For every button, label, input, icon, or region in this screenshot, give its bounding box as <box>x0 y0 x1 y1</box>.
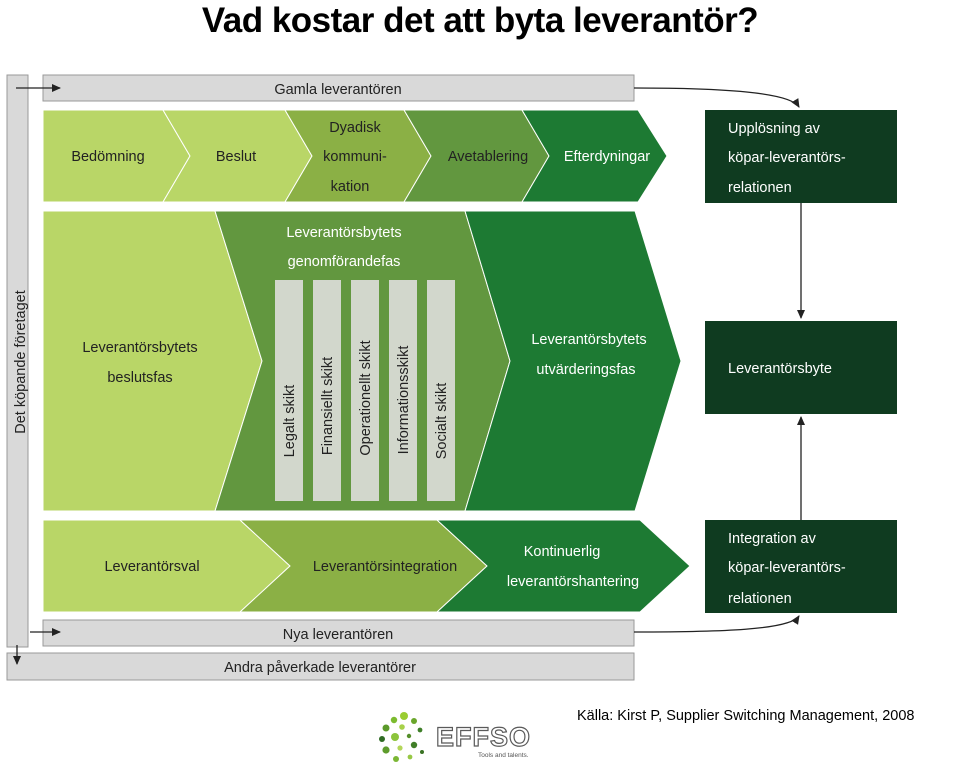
dissolution-line2: köpar-leverantörs- <box>728 150 846 166</box>
evaluation-label: Bedömning <box>71 149 144 165</box>
buying-company-label: Det köpande företaget <box>13 290 29 434</box>
financial-layer-label: Finansiellt skikt <box>320 357 336 455</box>
arrow-new-supplier-to-integration <box>633 615 800 633</box>
supplier-integration-label: Leverantörsintegration <box>313 559 457 575</box>
effso-logo: EFFSO Tools and talents. <box>379 712 531 762</box>
de-establishment-label: Avetablering <box>448 149 528 165</box>
integration-line2: köpar-leverantörs- <box>728 560 846 576</box>
dissolution-line1: Upplösning av <box>728 121 821 137</box>
implementation-phase-line2: genomförandefas <box>288 254 401 270</box>
logo-dots-icon <box>379 712 424 762</box>
dyadic-label-line1: Dyadisk <box>329 120 381 136</box>
dissolution-line3: relationen <box>728 180 792 196</box>
operational-layer-label: Operationellt skikt <box>358 340 374 455</box>
arrow-old-supplier-to-dissolution <box>633 87 800 108</box>
continuous-management-line1: Kontinuerlig <box>524 544 601 560</box>
continuous-management-shape <box>435 519 691 613</box>
logo-wordmark: EFFSO <box>436 722 531 752</box>
dyadic-label-line2: kommuni- <box>323 149 387 165</box>
aftermath-label: Efterdyningar <box>564 149 650 165</box>
decision-phase-line2: beslutsfas <box>107 370 172 386</box>
evaluation-phase-line1: Leverantörsbytets <box>531 332 646 348</box>
integration-box <box>705 520 897 613</box>
legal-layer-label: Legalt skikt <box>282 385 298 458</box>
dissolution-box <box>705 110 897 203</box>
evaluation-phase-shape <box>464 210 682 512</box>
continuous-management-line2: leverantörshantering <box>507 574 639 590</box>
implementation-phase-line1: Leverantörsbytets <box>286 225 401 241</box>
information-layer-bar <box>389 280 417 501</box>
information-layer-label: Informationsskikt <box>396 346 412 455</box>
integration-line1: Integration av <box>728 531 817 547</box>
integration-line3: relationen <box>728 591 792 607</box>
supplier-selection-label: Leverantörsval <box>104 559 199 575</box>
old-supplier-bar <box>42 74 635 102</box>
supplier-switch-label: Leverantörsbyte <box>728 361 832 377</box>
evaluation-phase-line2: utvärderingsfas <box>536 362 635 378</box>
page-title: Vad kostar det att byta leverantör? <box>201 1 759 40</box>
other-suppliers-label: Andra påverkade leverantörer <box>224 660 416 676</box>
social-layer-label: Socialt skikt <box>434 383 450 460</box>
decision-phase-line1: Leverantörsbytets <box>82 340 197 356</box>
aftermath-shape <box>521 109 668 203</box>
other-suppliers-bar <box>6 652 635 681</box>
old-supplier-label: Gamla leverantören <box>274 82 401 98</box>
source-citation: Källa: Kirst P, Supplier Switching Manag… <box>577 708 915 724</box>
logo-tagline: Tools and talents. <box>478 752 529 759</box>
social-layer-bar <box>427 280 455 501</box>
financial-layer-bar <box>313 280 341 501</box>
new-supplier-label: Nya leverantören <box>283 627 393 643</box>
operational-layer-bar <box>351 280 379 501</box>
decision-label: Beslut <box>216 149 256 165</box>
new-supplier-bar <box>42 619 635 647</box>
supplier-switch-box <box>705 321 897 414</box>
dyadic-label-line3: kation <box>331 179 370 195</box>
legal-layer-bar <box>275 280 303 501</box>
